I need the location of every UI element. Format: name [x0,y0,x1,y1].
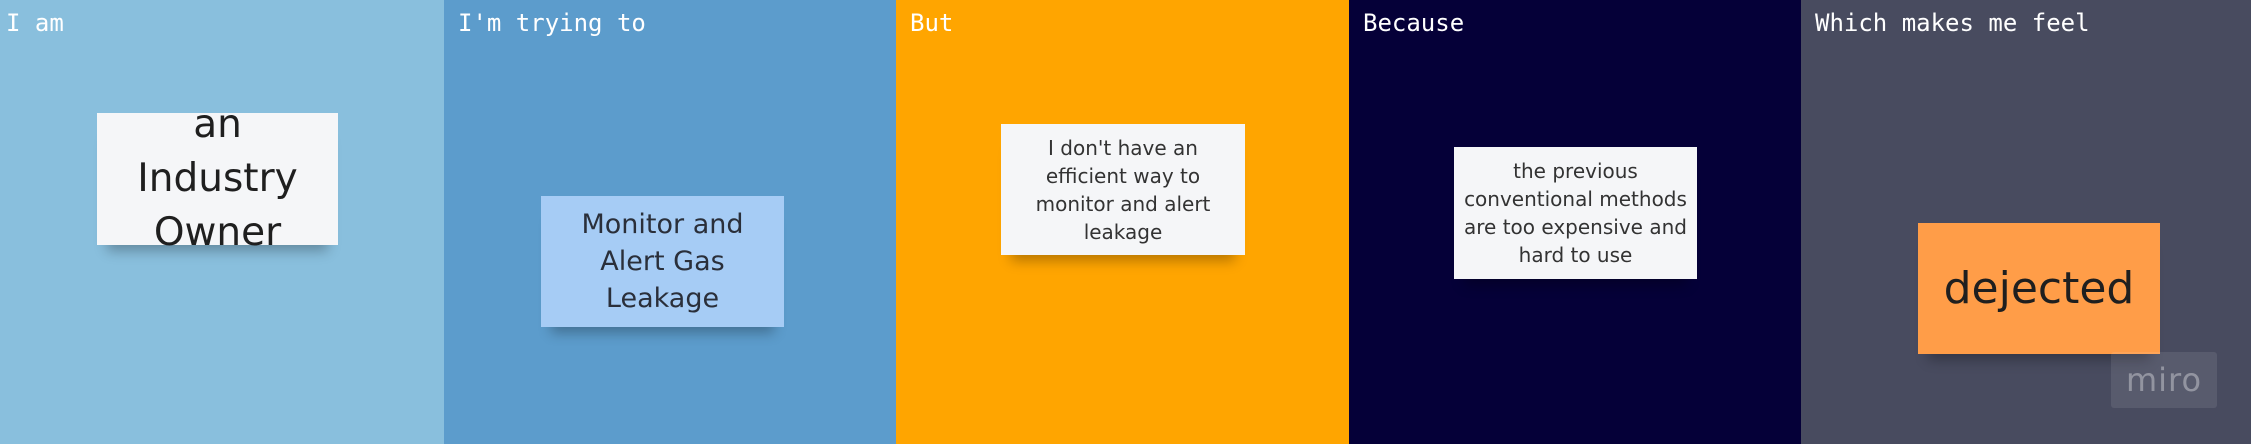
sticky-note-text: Monitor and Alert Gas Leakage [581,209,744,314]
sticky-note-text: I don't have an efficient way to monitor… [1035,135,1211,244]
sticky-note-goal[interactable]: Monitor and Alert Gas Leakage [541,196,784,327]
sticky-note-who[interactable]: an Industry Owner [97,102,338,255]
column-but: But I don't have an efficient way to mon… [896,0,1349,444]
column-trying-to: I'm trying to Monitor and Alert Gas Leak… [444,0,896,444]
sticky-note-text: an Industry Owner [137,102,298,255]
sticky-note-reason[interactable]: the previous conventional methods are to… [1454,147,1697,279]
sticky-note-text: the previous conventional methods are to… [1464,159,1687,267]
column-i-am: I am an Industry Owner [0,0,444,444]
sticky-note-text: dejected [1943,262,2135,314]
miro-watermark-logo: miro [2111,352,2217,408]
column-title: Which makes me feel [1815,9,2090,37]
sticky-note-problem[interactable]: I don't have an efficient way to monitor… [1001,124,1245,255]
sticky-note-feeling[interactable]: dejected [1918,223,2160,354]
column-because: Because the previous conventional method… [1349,0,1801,444]
column-title: I'm trying to [458,9,646,37]
column-title: Because [1363,9,1465,37]
column-feel: Which makes me feel dejected miro [1801,0,2251,444]
column-title: But [910,9,954,37]
column-title: I am [6,9,64,37]
